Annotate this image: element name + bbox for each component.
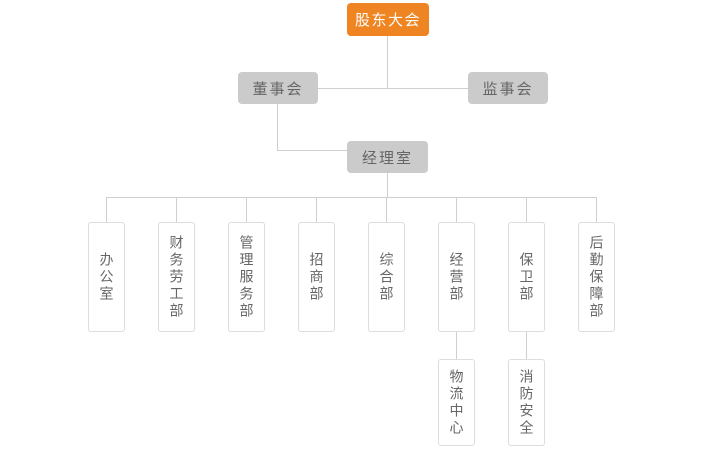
org-node-label: 招商部: [308, 251, 325, 303]
org-node-operations-dept: 经营部: [438, 222, 475, 332]
org-node-label: 保卫部: [518, 251, 535, 303]
org-node-office: 办公室: [88, 222, 125, 332]
org-node-security-dept: 保卫部: [508, 222, 545, 332]
org-node-general-dept: 综合部: [368, 222, 405, 332]
org-node-board-of-directors: 董事会: [238, 72, 318, 104]
org-node-label: 综合部: [378, 251, 395, 303]
org-node-label: 董事会: [252, 80, 304, 98]
org-node-label: 监事会: [482, 80, 534, 98]
org-node-manager-office: 经理室: [347, 141, 428, 173]
connector-line: [387, 173, 388, 197]
org-node-label: 物流中心: [448, 368, 465, 437]
org-node-investment-promotion-dept: 招商部: [298, 222, 335, 332]
org-node-label: 管理服务部: [238, 234, 255, 320]
org-node-label: 财务劳工部: [168, 234, 185, 320]
connector-line: [387, 36, 388, 88]
org-node-label: 股东大会: [354, 12, 421, 29]
org-node-label: 办公室: [98, 251, 115, 303]
connector-line: [526, 332, 527, 359]
connector-line: [318, 88, 468, 89]
org-node-fire-safety: 消防安全: [508, 359, 545, 446]
org-node-supervisory-board: 监事会: [468, 72, 548, 104]
org-node-label: 经营部: [448, 251, 465, 303]
org-node-logistics-center: 物流中心: [438, 359, 475, 446]
org-node-label: 消防安全: [518, 368, 535, 437]
org-node-logistics-support-dept: 后勤保障部: [578, 222, 615, 332]
connector-line: [106, 197, 107, 222]
connector-line: [386, 197, 387, 222]
connector-line: [176, 197, 177, 222]
org-node-management-service-dept: 管理服务部: [228, 222, 265, 332]
connector-line: [106, 197, 597, 198]
connector-line: [596, 197, 597, 222]
connector-line: [526, 197, 527, 222]
connector-line: [246, 197, 247, 222]
org-node-shareholders-meeting: 股东大会: [347, 3, 429, 36]
org-node-finance-labor-dept: 财务劳工部: [158, 222, 195, 332]
connector-line: [277, 150, 347, 151]
connector-line: [316, 197, 317, 222]
connector-line: [277, 104, 278, 150]
org-node-label: 经理室: [361, 149, 413, 167]
connector-line: [456, 197, 457, 222]
org-node-label: 后勤保障部: [588, 234, 605, 320]
connector-line: [456, 332, 457, 359]
